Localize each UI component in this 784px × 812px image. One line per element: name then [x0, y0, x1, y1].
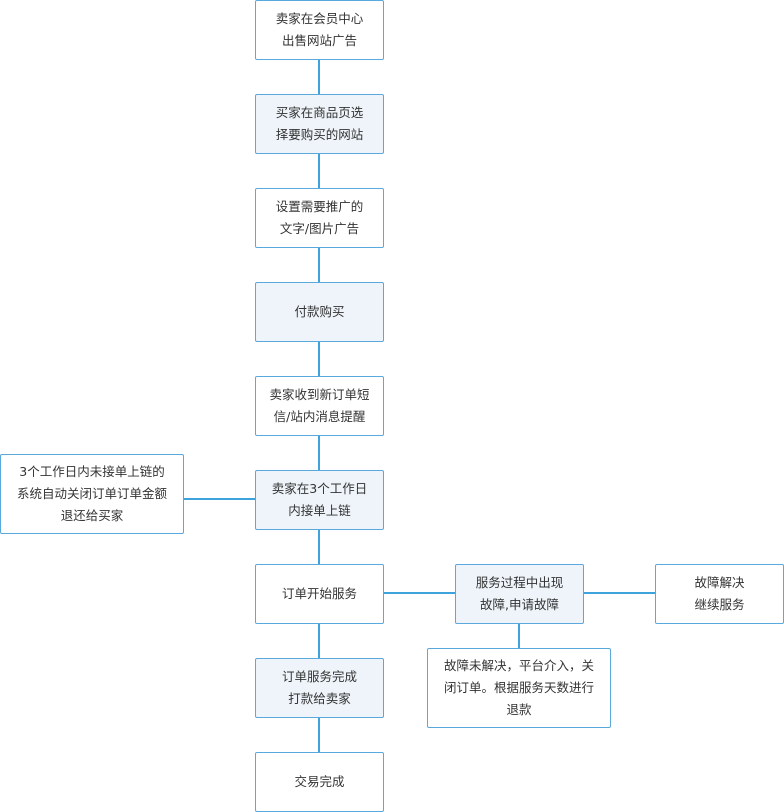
- step-label: 订单服务完成 打款给卖家: [281, 669, 357, 706]
- step-label: 付款购买: [294, 304, 345, 319]
- step-set-ad-content: 设置需要推广的 文字/图片广告: [255, 188, 384, 248]
- step-label: 卖家在会员中心 出售网站广告: [275, 11, 364, 48]
- step-label: 服务过程中出现 故障,申请故障: [475, 575, 564, 612]
- step-pay: 付款购买: [255, 282, 384, 342]
- step-label: 故障未解决，平台介入，关 闭订单。根据服务天数进行 退款: [443, 658, 594, 717]
- step-service-start: 订单开始服务: [255, 564, 384, 624]
- step-deal-complete: 交易完成: [255, 752, 384, 812]
- side-timeout-refund: 3个工作日内未接单上链的 系统自动关闭订单订单金额 退还给买家: [0, 454, 184, 534]
- step-service-complete: 订单服务完成 打款给卖家: [255, 658, 384, 718]
- step-accept-order: 卖家在3个工作日 内接单上链: [255, 470, 384, 530]
- step-label: 故障解决 继续服务: [694, 575, 745, 612]
- side-fault-apply: 服务过程中出现 故障,申请故障: [455, 564, 584, 624]
- step-label: 设置需要推广的 文字/图片广告: [275, 199, 364, 236]
- step-list-site-ad: 卖家在会员中心 出售网站广告: [255, 0, 384, 60]
- step-label: 卖家在3个工作日 内接单上链: [271, 481, 368, 518]
- side-fault-unresolved: 故障未解决，平台介入，关 闭订单。根据服务天数进行 退款: [427, 648, 611, 728]
- side-fault-resolved: 故障解决 继续服务: [655, 564, 784, 624]
- step-choose-site: 买家在商品页选 择要购买的网站: [255, 94, 384, 154]
- step-label: 3个工作日内未接单上链的 系统自动关闭订单订单金额 退还给买家: [16, 464, 167, 523]
- step-label: 交易完成: [294, 774, 345, 789]
- step-label: 买家在商品页选 择要购买的网站: [275, 105, 364, 142]
- step-label: 卖家收到新订单短 信/站内消息提醒: [269, 387, 370, 424]
- step-order-notice: 卖家收到新订单短 信/站内消息提醒: [255, 376, 384, 436]
- step-label: 订单开始服务: [281, 586, 357, 601]
